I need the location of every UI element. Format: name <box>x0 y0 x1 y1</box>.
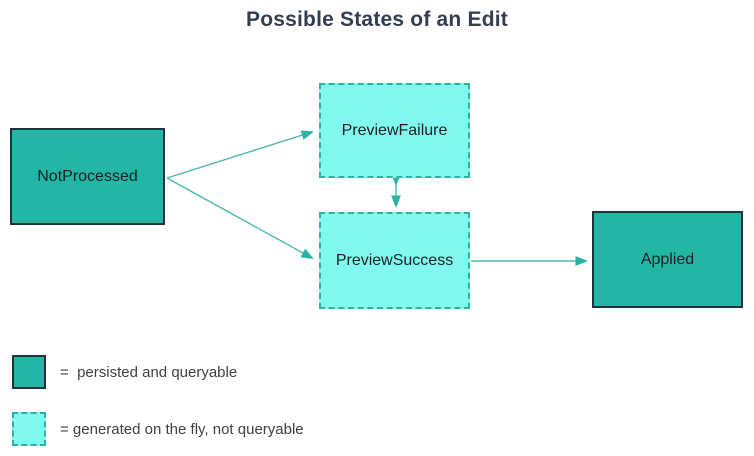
node-applied: Applied <box>592 211 743 308</box>
node-previewfailure: PreviewFailure <box>319 83 470 178</box>
legend-swatch-ephemeral <box>12 412 46 446</box>
node-previewsuccess-label: PreviewSuccess <box>335 251 454 269</box>
node-previewsuccess: PreviewSuccess <box>319 212 470 309</box>
legend-label-ephemeral: = generated on the fly, not queryable <box>60 420 304 438</box>
legend-item-ephemeral: = generated on the fly, not queryable <box>12 412 304 446</box>
node-previewfailure-label: PreviewFailure <box>341 121 448 139</box>
legend-label-persisted: = persisted and queryable <box>60 363 238 381</box>
arrow-notprocessed-to-previewsuccess <box>166 177 314 260</box>
node-notprocessed-label: NotProcessed <box>37 167 138 185</box>
diagram-title: Possible States of an Edit <box>246 8 508 31</box>
arrow-notprocessed-to-previewfailure <box>166 130 315 179</box>
legend-swatch-persisted <box>12 355 46 389</box>
node-applied-label: Applied <box>640 250 695 268</box>
node-notprocessed: NotProcessed <box>10 128 165 225</box>
legend-item-persisted: = persisted and queryable <box>12 355 237 389</box>
